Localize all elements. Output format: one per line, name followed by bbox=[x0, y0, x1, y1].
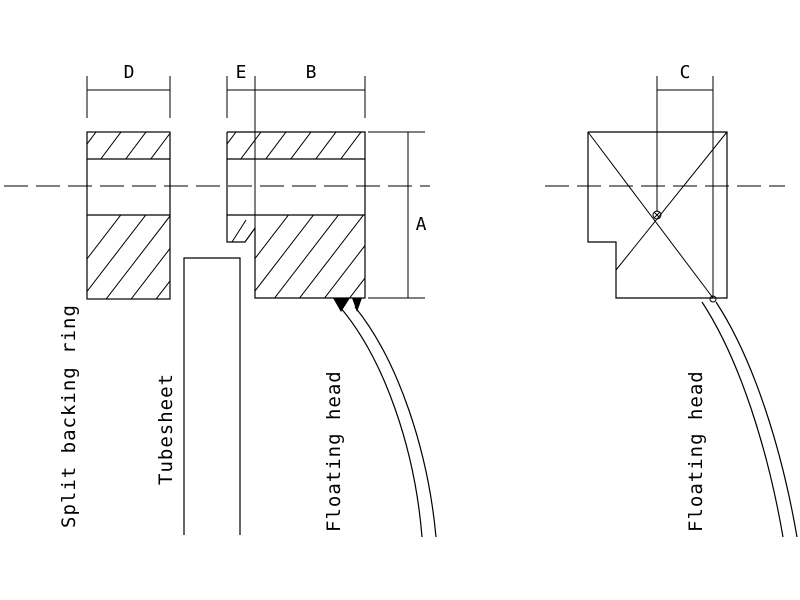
weld-point-right bbox=[709, 295, 717, 303]
dimension-e: E bbox=[226, 62, 256, 228]
dimension-e-label: E bbox=[236, 62, 247, 83]
weld-left-outer bbox=[333, 298, 350, 312]
dimension-c: C bbox=[656, 62, 714, 298]
hatch-flange-bottom bbox=[255, 215, 365, 298]
hatch-ring-bottom bbox=[87, 215, 170, 299]
label-floating-head-left: Floating head bbox=[323, 370, 345, 532]
tubesheet bbox=[183, 257, 241, 535]
hatch-ring-top bbox=[87, 132, 170, 159]
floating-head-flange-section bbox=[226, 131, 366, 299]
label-floating-head-right: Floating head bbox=[685, 370, 707, 532]
dimension-a: A bbox=[368, 131, 427, 299]
hatch-flange-top bbox=[227, 132, 362, 159]
label-tubesheet: Tubesheet bbox=[155, 373, 177, 485]
floating-head-right-shell bbox=[701, 295, 798, 538]
dimension-a-label: A bbox=[416, 214, 427, 235]
floating-head-left-shell bbox=[333, 298, 437, 538]
dimension-b-label: B bbox=[306, 62, 317, 83]
dimension-d-label: D bbox=[124, 62, 135, 83]
dimension-b: B bbox=[255, 62, 366, 118]
weld-left-inner bbox=[352, 298, 362, 312]
hatch-flange-step bbox=[231, 219, 247, 243]
dimension-d: D bbox=[86, 62, 171, 118]
split-backing-ring-section bbox=[86, 131, 171, 300]
label-split-backing-ring: Split backing ring bbox=[58, 304, 80, 528]
dimension-c-label: C bbox=[680, 62, 691, 83]
